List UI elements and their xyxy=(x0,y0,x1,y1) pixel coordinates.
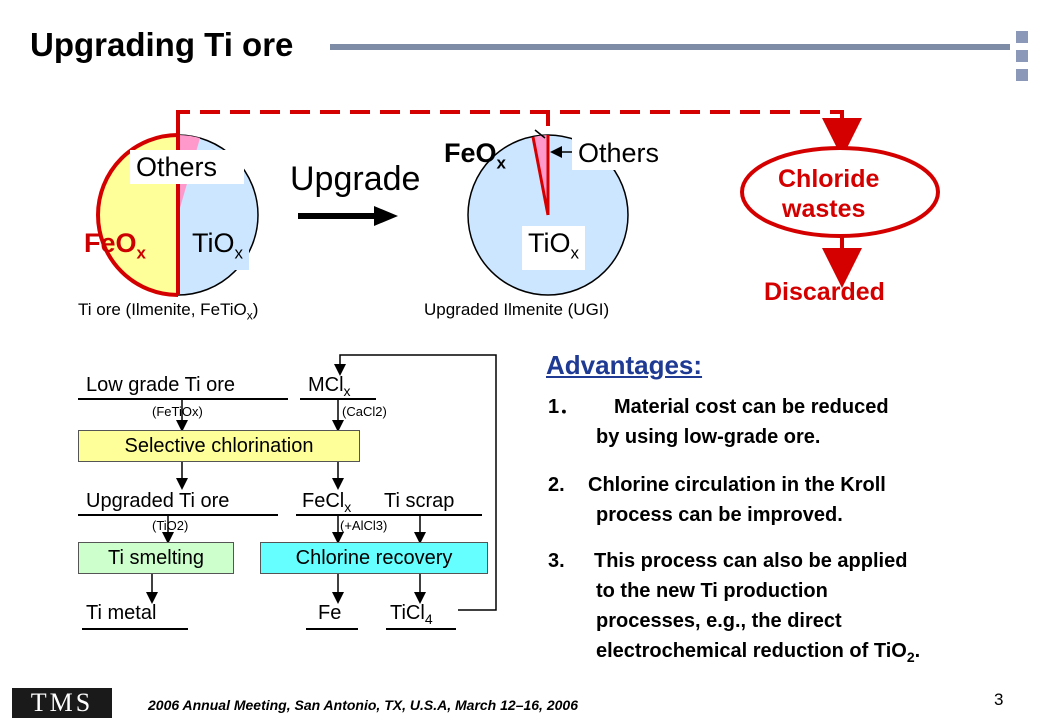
title-square-2 xyxy=(1016,50,1028,62)
ticl4-label: TiCl4 xyxy=(390,602,433,627)
page-number: 3 xyxy=(994,690,1004,709)
ti-smelting-box: Ti smelting xyxy=(78,542,234,574)
ti-scrap-label: Ti scrap xyxy=(384,490,455,512)
fe-label: Fe xyxy=(318,602,342,624)
cacl2-note: (CaCl2) xyxy=(342,404,387,419)
selective-chlorination-box: Selective chlorination xyxy=(78,430,360,462)
mclx-label: MClx xyxy=(308,374,351,399)
pie-upgraded xyxy=(467,129,629,296)
ticl4-underline xyxy=(386,628,456,630)
footer-text: 2006 Annual Meeting, San Antonio, TX, U.… xyxy=(148,697,578,713)
feclx-underline xyxy=(296,514,482,516)
pie1-others-label: Others xyxy=(130,150,244,184)
pie2-others-label: Others xyxy=(572,136,666,170)
pie1-tiox-label: TiOx xyxy=(186,226,249,271)
title-square-1 xyxy=(1016,31,1028,43)
title-rule xyxy=(330,44,1010,50)
pie1-caption: Ti ore (Ilmenite, FeTiOx) xyxy=(78,300,259,323)
upgrade-label: Upgrade xyxy=(290,160,421,198)
advantages-title: Advantages: xyxy=(546,350,703,380)
tio2-note: (TiO2) xyxy=(152,518,189,533)
pie2-feox-label: FeOx xyxy=(444,138,506,173)
fetiox-note: (FeTiOx) xyxy=(152,404,203,419)
tms-logo: TMS xyxy=(12,688,112,718)
fe-underline xyxy=(306,628,358,630)
low-grade-underline xyxy=(78,398,288,400)
pie2-tiox-label: TiOx xyxy=(522,226,585,271)
discarded-label: Discarded xyxy=(764,278,885,306)
chloride-wastes-label: Chloride wastes xyxy=(778,165,880,223)
alcl3-note: (+AlCl3) xyxy=(340,518,388,533)
advantage-2: 2.Chlorine circulation in the Kroll proc… xyxy=(548,474,886,526)
pie1-feox-label: FeOx xyxy=(84,228,146,263)
ti-metal-underline xyxy=(82,628,188,630)
page-title: Upgrading Ti ore xyxy=(30,26,294,63)
feclx-label: FeClx xyxy=(302,490,352,515)
advantage-3: 3.This process can also be applied to th… xyxy=(548,550,921,665)
upgraded-ore-label: Upgraded Ti ore xyxy=(86,490,230,512)
advantage-1: 1．Material cost can be reduced by using … xyxy=(548,396,889,448)
title-square-3 xyxy=(1016,69,1028,81)
ti-metal-label: Ti metal xyxy=(86,602,157,624)
chlorine-recovery-box: Chlorine recovery xyxy=(260,542,488,574)
low-grade-ore-label: Low grade Ti ore xyxy=(86,374,235,396)
mclx-underline xyxy=(300,398,376,400)
pie2-caption: Upgraded Ilmenite (UGI) xyxy=(424,300,610,319)
upgraded-underline xyxy=(78,514,278,516)
